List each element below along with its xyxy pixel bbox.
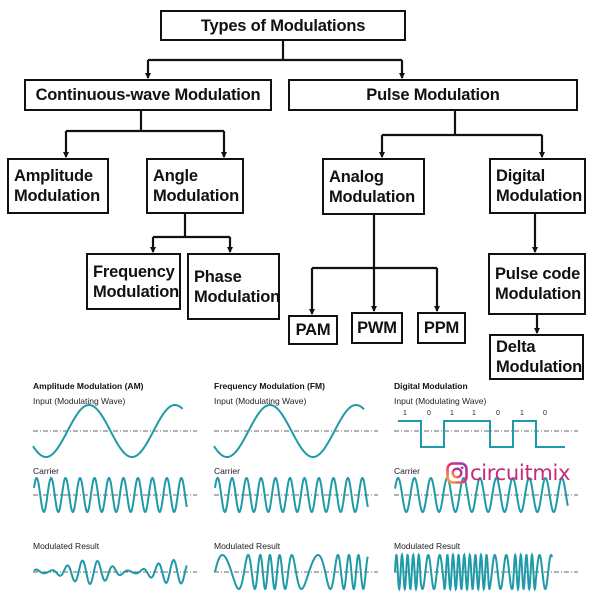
node-label: Pulse Modulation (366, 86, 500, 104)
fm-result-label: Modulated Result (214, 541, 281, 551)
node-pam: PAM (288, 315, 338, 345)
carrier-wave (33, 476, 188, 514)
node-pwm: PWM (351, 312, 403, 344)
bit-label: 0 (427, 410, 431, 417)
node-label: Modulation (93, 282, 179, 301)
fm-panel-title: Frequency Modulation (FM) (214, 381, 325, 391)
fm-carrier-label: Carrier (214, 466, 240, 476)
node-label: Amplitude (14, 167, 93, 185)
bit-label: 0 (496, 410, 500, 417)
modulating-wave (32, 403, 184, 458)
fm-input-label: Input (Modulating Wave) (214, 396, 307, 406)
node-label: Modulation (194, 287, 280, 306)
modulating-wave (213, 403, 365, 458)
bit-label: 1 (450, 410, 454, 417)
node-label: Pulse code (495, 265, 581, 283)
node-types-of-modulations: Types of Modulations (160, 10, 406, 41)
bit-label: 1 (403, 410, 407, 417)
node-continuous-wave: Continuous-wave Modulation (24, 79, 272, 111)
node-amplitude-modulation: Amplitude Modulation (7, 158, 109, 214)
node-label: PPM (423, 319, 460, 337)
node-ppm: PPM (417, 312, 466, 344)
am-carrier-label: Carrier (33, 466, 59, 476)
node-label: Modulation (496, 187, 582, 205)
node-label: Modulation (153, 187, 239, 205)
instagram-icon (446, 462, 468, 484)
node-pulse-code-modulation: Pulse code Modulation (488, 253, 586, 315)
node-label: Modulation (496, 358, 582, 376)
node-label: Modulation (14, 187, 100, 205)
node-label: Modulation (495, 285, 581, 303)
node-pulse-modulation: Pulse Modulation (288, 79, 578, 111)
node-label: PAM (295, 321, 331, 339)
node-label: Frequency (93, 262, 175, 281)
circuitmix-logo: circuitmix (446, 461, 571, 485)
node-label: Types of Modulations (200, 16, 366, 35)
fm-modulated-wave (214, 553, 369, 591)
node-label: Angle (153, 167, 198, 185)
am-input-label: Input (Modulating Wave) (33, 396, 126, 406)
digital-modulated-wave (394, 552, 553, 592)
bit-label: 0 (543, 410, 547, 417)
logo-text: circuitmix (470, 461, 571, 485)
node-label: Continuous-wave Modulation (35, 86, 261, 104)
am-panel-title: Amplitude Modulation (AM) (33, 381, 144, 391)
node-label: Analog (329, 167, 384, 186)
node-digital-modulation: Digital Modulation (489, 158, 586, 214)
node-angle-modulation: Angle Modulation (146, 158, 244, 214)
node-label: Modulation (329, 187, 415, 206)
node-frequency-modulation: Frequency Modulation (86, 253, 181, 310)
node-label: PWM (357, 319, 397, 337)
node-label: Delta (496, 338, 536, 356)
carrier-wave (214, 476, 369, 514)
digital-carrier-label: Carrier (394, 466, 420, 476)
node-analog-modulation: Analog Modulation (322, 158, 425, 215)
node-phase-modulation: Phase Modulation (187, 253, 280, 320)
digital-input-wave (398, 420, 565, 448)
digital-input-label: Input (Modulating Wave) (394, 396, 487, 406)
am-modulated-wave (33, 559, 188, 585)
bit-label: 1 (472, 410, 476, 417)
am-result-label: Modulated Result (33, 541, 100, 551)
node-label: Digital (496, 167, 546, 185)
bit-label: 1 (520, 410, 524, 417)
carrier-wave (394, 476, 569, 514)
digital-panel-title: Digital Modulation (394, 381, 468, 391)
digital-result-label: Modulated Result (394, 541, 461, 551)
node-label: Phase (194, 267, 242, 286)
node-delta-modulation: Delta Modulation (489, 334, 584, 380)
